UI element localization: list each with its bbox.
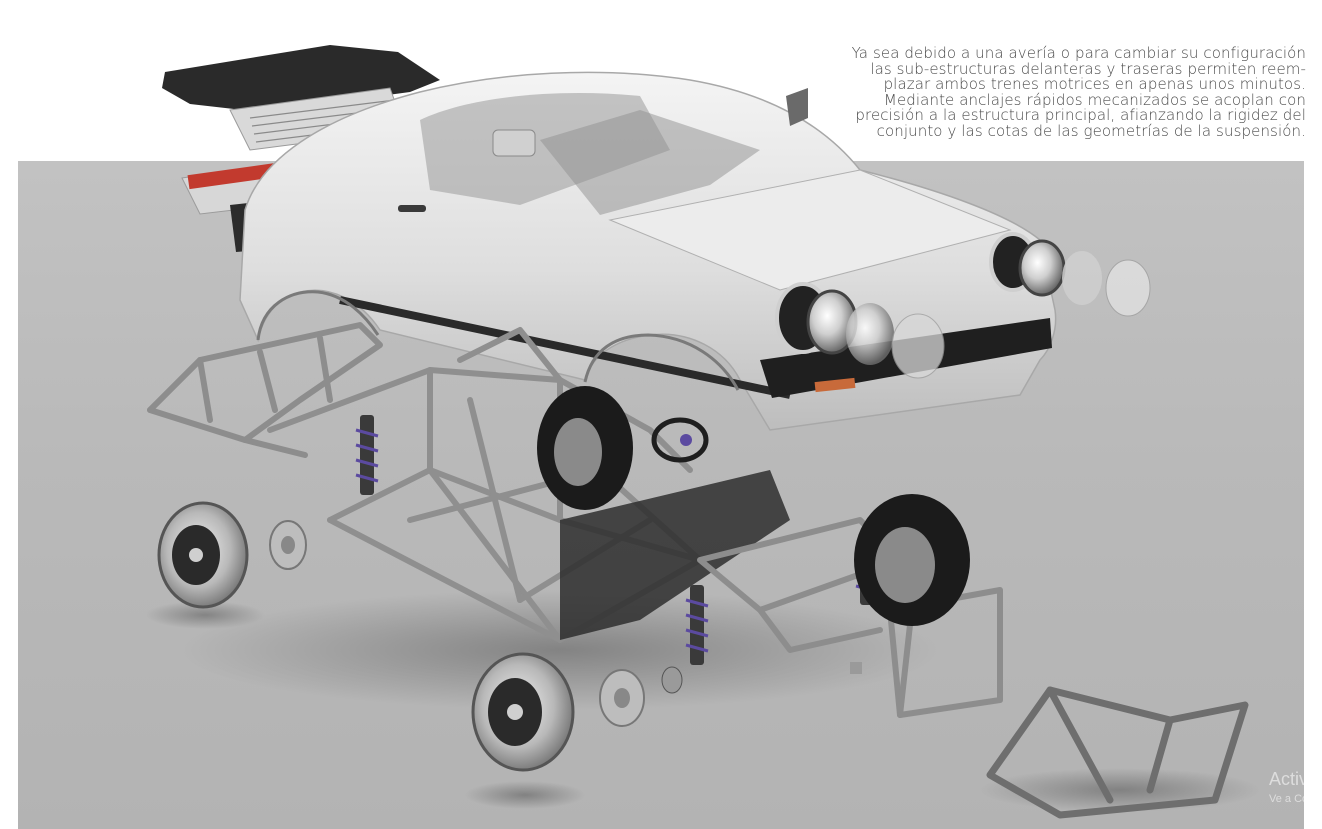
caption-line: Ya sea debido a una avería o para cambia…: [851, 44, 1306, 62]
description-caption: Ya sea debido a una avería o para cambia…: [786, 44, 1306, 140]
caption-line: conjunto y las cotas de las geometrías d…: [876, 121, 1306, 140]
mounted-tires: [537, 386, 970, 626]
front-crossmember: [986, 686, 1249, 819]
rear-subframe: [147, 322, 383, 458]
car-body-shell: [239, 71, 1057, 431]
brake-disc-rear: [269, 520, 307, 570]
small-part: [850, 662, 862, 674]
windows-activation-watermark: Activa Ve a Co: [1269, 770, 1318, 805]
wheel-shadow: [145, 601, 265, 629]
watermark-line: Ve a Co: [1269, 793, 1309, 805]
headlight-assemblies: [775, 232, 1151, 379]
caption-line: plazar ambos trenes motrices en apenas u…: [883, 75, 1306, 93]
caption-line: las sub-estructuras delanteras y trasera…: [870, 59, 1306, 78]
watermark-line: Activa: [1269, 769, 1319, 789]
loose-wheel-front: [471, 652, 575, 772]
steering-wheel: [651, 417, 709, 463]
chassis-shadow: [180, 590, 940, 710]
wheel-hub: [661, 666, 683, 694]
rear-spoiler: [162, 45, 440, 151]
loose-wheel-rear: [157, 501, 249, 609]
wheel-shadow: [465, 781, 585, 809]
caption-line: precisión a la estructura principal, afi…: [855, 106, 1306, 124]
floor-pan: [560, 470, 790, 640]
caption-line: Mediante anclajes rápidos mecanizados se…: [883, 90, 1306, 109]
brake-disc-front: [599, 669, 645, 727]
mirror-bracket: [786, 88, 808, 126]
